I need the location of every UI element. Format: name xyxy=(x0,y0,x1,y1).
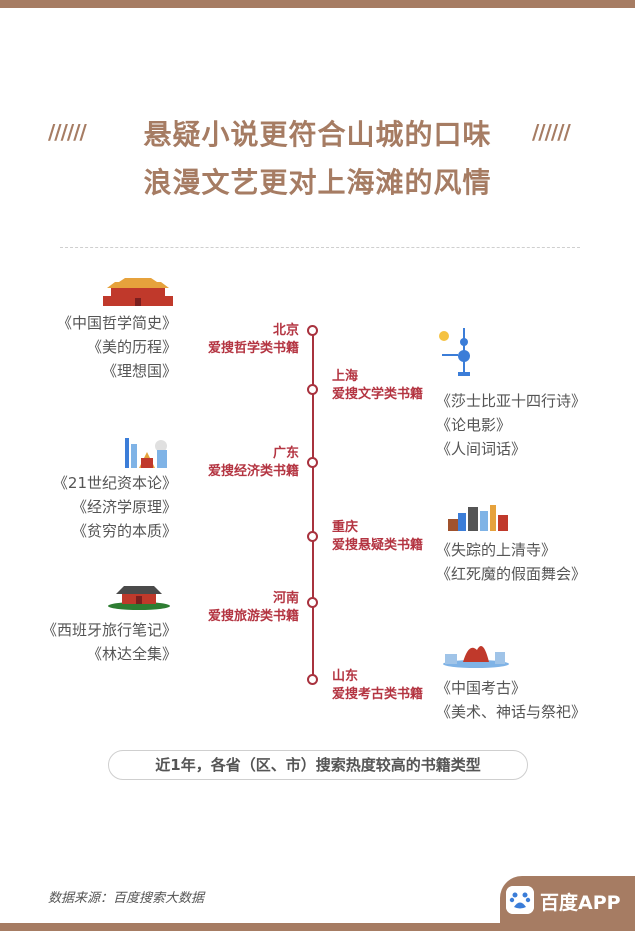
title-slashes-right: ////// xyxy=(532,120,571,144)
region-search-type: 爱搜文学类书籍 xyxy=(332,387,424,402)
title-slashes-left: ////// xyxy=(48,120,87,144)
book-title: 《美术、神话与祭祀》 xyxy=(436,703,587,721)
shanghai-book-list: 《莎士比亚十四行诗》 《论电影》 《人间词话》 xyxy=(436,389,586,461)
baidu-paw-icon xyxy=(506,886,534,914)
book-title: 《美的历程》 xyxy=(86,338,177,356)
book-title: 《莎士比亚十四行诗》 xyxy=(436,392,587,410)
book-title: 《中国考古》 xyxy=(436,679,527,697)
book-title: 《林达全集》 xyxy=(86,645,177,663)
guangzhou-skyline-icon xyxy=(125,438,167,468)
timeline-dot-shandong xyxy=(307,674,318,685)
region-name: 北京 xyxy=(272,323,299,338)
top-bar xyxy=(0,0,635,8)
region-search-type: 爱搜哲学类书籍 xyxy=(207,341,299,356)
shandong-label: 山东 爱搜考古类书籍 xyxy=(332,668,423,704)
timeline-line xyxy=(312,330,314,680)
shandong-sculpture-icon xyxy=(443,646,509,668)
book-title: 《论电影》 xyxy=(436,416,512,434)
chongqing-label: 重庆 爱搜悬疑类书籍 xyxy=(332,519,423,555)
guangdong-label: 广东 爱搜经济类书籍 xyxy=(208,445,299,481)
beijing-book-list: 《中国哲学简史》 《美的历程》 《理想国》 xyxy=(57,311,177,383)
book-title: 《人间词话》 xyxy=(436,440,527,458)
timeline-dot-beijing xyxy=(307,325,318,336)
caption-pill: 近1年，各省（区、市）搜索热度较高的书籍类型 xyxy=(108,750,528,780)
region-name: 上海 xyxy=(332,369,359,384)
book-title: 《西班牙旅行笔记》 xyxy=(41,621,177,639)
henan-label: 河南 爱搜旅游类书籍 xyxy=(208,590,299,626)
book-title: 《理想国》 xyxy=(101,362,177,380)
brand-name: 百度APP xyxy=(540,892,621,914)
title-line-2: 浪漫文艺更对上海滩的风情 xyxy=(143,166,492,199)
book-title: 《21世纪资本论》 xyxy=(52,474,177,492)
region-search-type: 爱搜经济类书籍 xyxy=(207,464,299,479)
region-search-type: 爱搜悬疑类书籍 xyxy=(332,538,424,553)
book-title: 《经济学原理》 xyxy=(71,498,177,516)
region-search-type: 爱搜考古类书籍 xyxy=(332,687,424,702)
region-name: 河南 xyxy=(272,591,299,606)
timeline-dot-shanghai xyxy=(307,384,318,395)
chongqing-book-list: 《失踪的上清寺》 《红死魔的假面舞会》 xyxy=(436,538,586,586)
shandong-book-list: 《中国考古》 《美术、神话与祭祀》 xyxy=(436,676,586,724)
region-name: 山东 xyxy=(332,669,359,684)
guangdong-book-list: 《21世纪资本论》 《经济学原理》 《贫穷的本质》 xyxy=(53,471,177,543)
baidu-app-badge: 百度APP xyxy=(500,876,635,923)
beijing-label: 北京 爱搜哲学类书籍 xyxy=(208,322,299,358)
chongqing-skyline-icon xyxy=(448,505,508,531)
tiananmen-icon xyxy=(103,278,173,306)
henan-temple-icon xyxy=(108,586,170,610)
book-title: 《红死魔的假面舞会》 xyxy=(436,565,587,583)
book-title: 《失踪的上清寺》 xyxy=(436,541,557,559)
timeline-dot-guangdong xyxy=(307,457,318,468)
region-name: 重庆 xyxy=(332,520,359,535)
timeline-dot-chongqing xyxy=(307,531,318,542)
henan-book-list: 《西班牙旅行笔记》 《林达全集》 xyxy=(42,618,177,666)
region-search-type: 爱搜旅游类书籍 xyxy=(207,609,299,624)
region-name: 广东 xyxy=(272,446,299,461)
shanghai-label: 上海 爱搜文学类书籍 xyxy=(332,368,423,404)
timeline-dot-henan xyxy=(307,597,318,608)
book-title: 《贫穷的本质》 xyxy=(71,522,177,540)
oriental-pearl-tower-icon xyxy=(439,328,470,376)
bottom-bar xyxy=(0,923,635,931)
book-title: 《中国哲学简史》 xyxy=(56,314,177,332)
title-line-1: 悬疑小说更符合山城的口味 xyxy=(143,118,492,151)
dashed-divider xyxy=(60,247,580,248)
data-source: 数据来源：百度搜索大数据 xyxy=(48,891,205,906)
